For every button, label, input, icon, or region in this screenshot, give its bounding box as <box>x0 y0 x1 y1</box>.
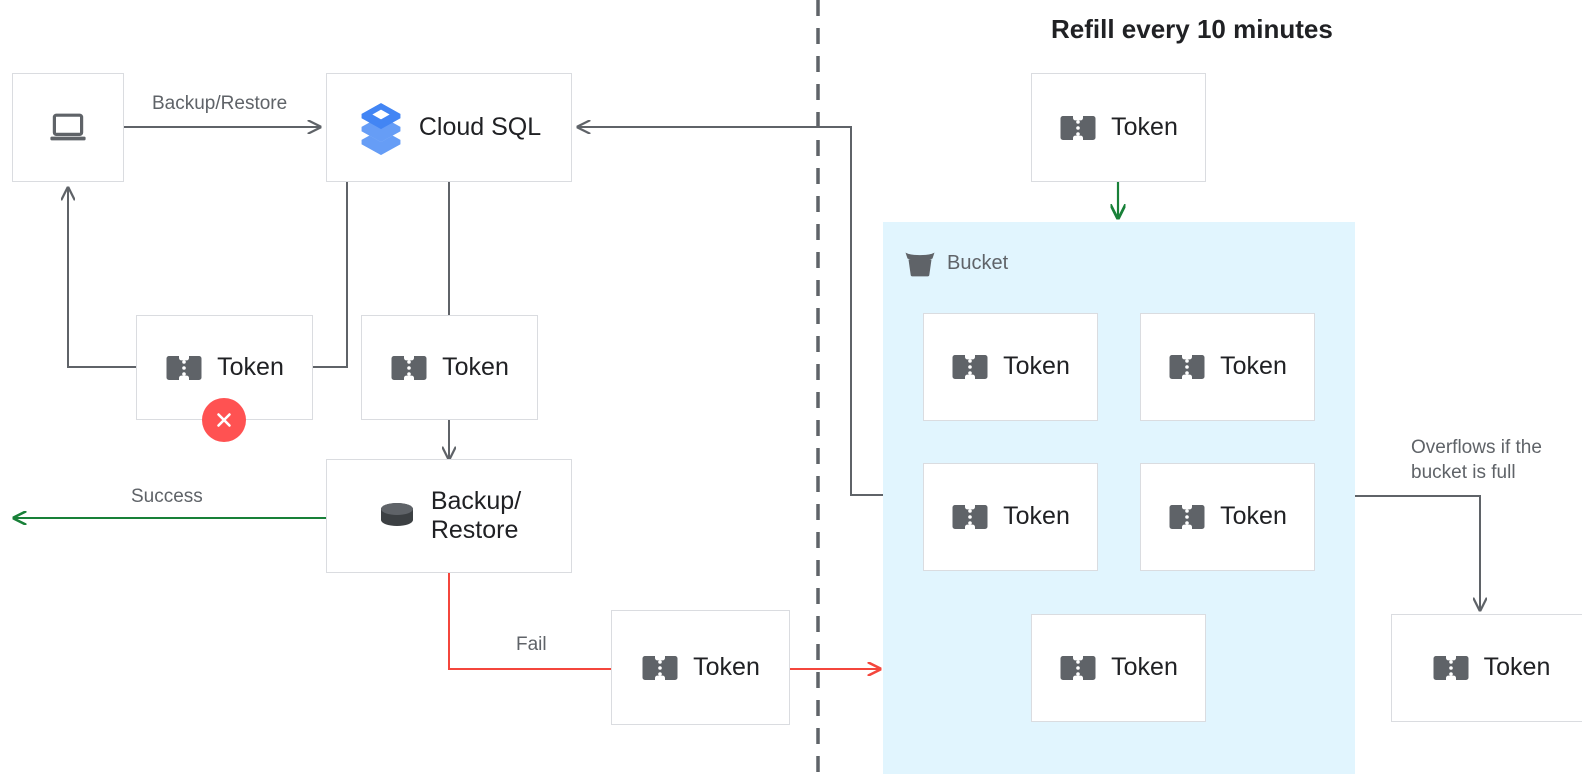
token-icon <box>165 353 203 383</box>
bucket-token-4[interactable]: Token <box>1140 463 1315 571</box>
bucket-icon <box>903 248 937 278</box>
bucket-token-3-label: Token <box>1003 502 1070 531</box>
token-icon <box>390 353 428 383</box>
edge-label-fail: Fail <box>516 634 547 655</box>
token-icon <box>951 502 989 532</box>
bucket-title-label: Bucket <box>947 251 1009 274</box>
node-token-failed-label: Token <box>217 352 284 381</box>
laptop-icon <box>48 112 88 144</box>
refill-heading: Refill every 10 minutes <box>1051 14 1333 44</box>
edge-token-failed-to-client <box>68 188 136 368</box>
node-token-used-label: Token <box>442 352 509 381</box>
node-token-fail-path-label: Token <box>693 652 760 681</box>
bucket-token-1[interactable]: Token <box>923 313 1098 421</box>
bucket-token-2[interactable]: Token <box>1140 313 1315 421</box>
node-backup-restore-label: Backup/ Restore <box>430 486 522 545</box>
node-token-refill-label: Token <box>1111 112 1178 141</box>
edge-fail <box>448 573 611 670</box>
edge-overflow <box>1355 495 1480 610</box>
bucket-token-4-label: Token <box>1220 502 1287 531</box>
token-icon <box>1059 113 1097 143</box>
error-x-badge <box>202 398 246 442</box>
token-icon <box>1432 653 1470 683</box>
bucket-title: Bucket <box>903 248 1008 278</box>
node-token-overflow[interactable]: Token <box>1391 614 1582 722</box>
token-icon <box>1168 352 1206 382</box>
token-icon <box>1168 502 1206 532</box>
node-token-overflow-label: Token <box>1483 653 1551 682</box>
edge-cloudsql-to-token-failed <box>313 182 348 368</box>
bucket-token-2-label: Token <box>1220 352 1287 381</box>
edge-label-overflow: Overflows if the bucket is full <box>1411 437 1542 483</box>
token-icon <box>641 653 679 683</box>
bucket-token-1-label: Token <box>1003 352 1070 381</box>
bucket-token-5-label: Token <box>1111 653 1178 682</box>
bucket-token-3[interactable]: Token <box>923 463 1098 571</box>
bucket-token-5[interactable]: Token <box>1031 614 1206 722</box>
node-cloud-sql[interactable]: Cloud SQL <box>326 73 572 182</box>
node-token-refill[interactable]: Token <box>1031 73 1206 182</box>
node-token-fail-path[interactable]: Token <box>611 610 790 725</box>
edge-label-success: Success <box>131 486 203 507</box>
database-icon <box>377 500 417 532</box>
node-token-used[interactable]: Token <box>361 315 538 420</box>
token-icon <box>1059 653 1097 683</box>
node-backup-restore[interactable]: Backup/ Restore <box>326 459 572 573</box>
token-icon <box>951 352 989 382</box>
node-client[interactable] <box>12 73 124 182</box>
node-cloud-sql-label: Cloud SQL <box>418 112 542 141</box>
cloud-sql-icon <box>357 101 405 155</box>
close-icon <box>217 413 231 427</box>
edge-bucket-to-cloudsql <box>578 127 883 496</box>
edge-label-backup-restore: Backup/Restore <box>152 93 288 114</box>
